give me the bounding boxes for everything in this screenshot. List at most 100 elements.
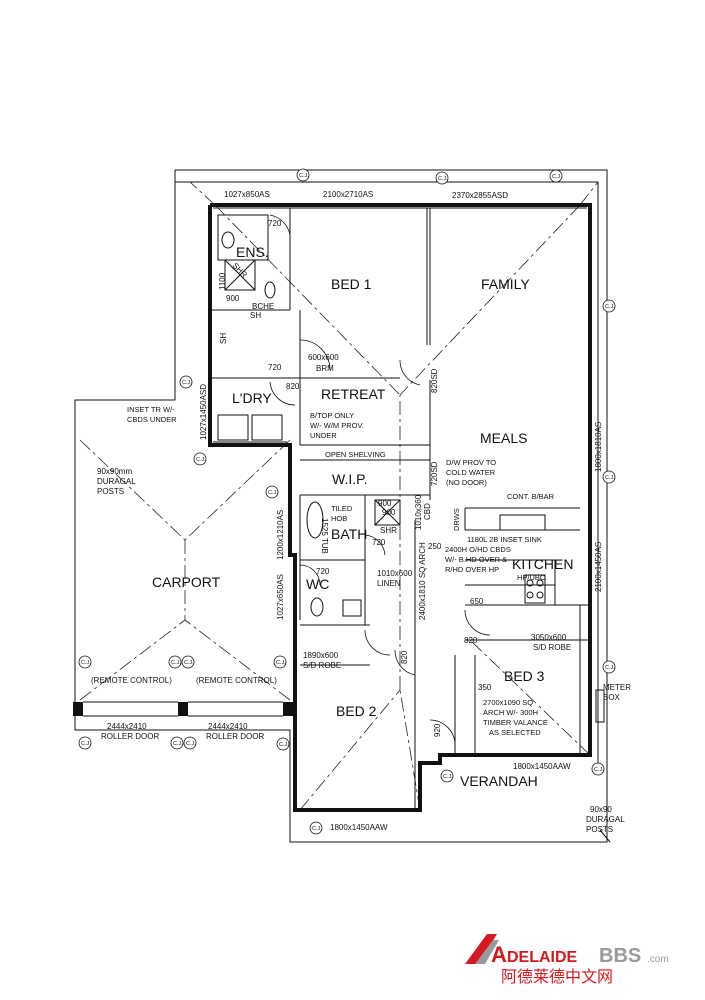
room-kitchen: KITCHEN <box>512 556 573 572</box>
logo-text-main: DELAIDE <box>507 949 578 966</box>
note-dw-1: D/W PROV TO <box>446 458 496 467</box>
dim-bed2-robe: 1890x600 <box>303 651 339 660</box>
room-bed3: BED 3 <box>504 668 545 684</box>
dim-250: 250 <box>428 542 442 551</box>
exterior-walls <box>208 203 592 812</box>
note-open-shelving: OPEN SHELVING <box>325 450 386 459</box>
dim-bath-door: 720 <box>372 538 386 547</box>
svg-text:C.J.: C.J. <box>173 741 183 747</box>
dim-sh-2: SH <box>219 333 228 344</box>
note-sink: 1180L 2B INSET SINK <box>467 535 542 544</box>
dim-entry-door: 920 <box>433 723 442 737</box>
note-dw-2: COLD WATER <box>446 468 496 477</box>
svg-text:C.J.: C.J. <box>268 490 278 496</box>
svg-text:C.J.: C.J. <box>182 380 192 386</box>
dim-350: 350 <box>478 683 492 692</box>
dim-meter-1: METER <box>603 683 631 692</box>
dim-900: 900 <box>226 294 240 303</box>
dim-right-window-1: 1800x1810AS <box>594 422 603 472</box>
room-ens: ENS. <box>236 244 269 260</box>
dim-ldry-door: 820 <box>286 382 300 391</box>
cj-marker: C.J. <box>179 375 193 389</box>
cj-marker: C.J. <box>170 736 184 750</box>
dim-1100: 1100 <box>218 272 227 290</box>
dim-cbd-label: CBD <box>423 503 432 520</box>
note-tiled-1: TILED <box>331 504 353 513</box>
svg-text:C.J.: C.J. <box>276 660 286 666</box>
cj-marker: C.J. <box>435 171 449 185</box>
svg-text:C.J.: C.J. <box>605 304 615 310</box>
svg-text:C.J.: C.J. <box>605 665 615 671</box>
svg-text:C.J.: C.J. <box>81 741 91 747</box>
note-dw-3: (NO DOOR) <box>446 478 487 487</box>
note-ohd-2: W/- B.HD OVER & <box>445 555 507 564</box>
room-ldry: L'DRY <box>232 390 272 406</box>
svg-text:C.J.: C.J. <box>171 660 181 666</box>
logo-chinese: 阿德莱德中文网 <box>501 967 613 986</box>
dim-bed3-robe: 3050x600 <box>531 633 567 642</box>
dim-posts-2: DURAGAL <box>97 477 136 486</box>
fixtures <box>217 214 605 723</box>
note-arch-4: AS SELECTED <box>489 728 541 737</box>
note-arch-2: ARCH W/- 300H <box>483 708 538 717</box>
svg-text:C.J.: C.J. <box>184 660 194 666</box>
cj-marker: C.J. <box>602 660 616 674</box>
dim-bed2-robe-label: S/D ROBE <box>303 661 341 670</box>
cj-marker: C.J. <box>78 655 92 669</box>
dim-bath-window: 1200x1210AS <box>276 510 285 560</box>
cj-marker: C.J. <box>265 485 279 499</box>
cj-marker: C.J. <box>602 470 616 484</box>
dim-roller-1: 2444x2410 <box>107 722 147 731</box>
logo-text-com: .com <box>647 954 669 965</box>
svg-text:C.J.: C.J. <box>196 457 206 463</box>
control-joint-markers: C.J. C.J. C.J. C.J. C.J. C.J. C.J. C.J. … <box>78 168 616 835</box>
note-tiled-2: HOB <box>331 514 347 523</box>
interior-walls <box>210 207 590 810</box>
cj-marker: C.J. <box>181 655 195 669</box>
cj-marker: C.J. <box>183 736 197 750</box>
dim-bed1-door: 720 <box>268 363 282 372</box>
dim-brm-window: 600x600 <box>308 353 339 362</box>
dim-sh-1: SH <box>250 311 261 320</box>
dim-right-window-2: 2100x1450AS <box>594 542 603 592</box>
room-wc: WC <box>306 576 329 592</box>
dim-tub: 1525 TUB <box>320 518 329 554</box>
dim-arch: 2400x1810 SQ ARCH <box>418 542 427 620</box>
room-bed2: BED 2 <box>336 703 377 719</box>
cj-marker: C.J. <box>168 655 182 669</box>
room-verandah: VERANDAH <box>460 773 538 789</box>
adelaidebbs-logo: A DELAIDE BBS .com 阿德莱德中文网 <box>465 934 669 986</box>
dim-top-mid: 2100x2710AS <box>323 190 373 199</box>
note-btop-2: W/- W/M PROV. <box>310 421 364 430</box>
dim-post-br-2: DURAGAL <box>586 815 625 824</box>
dim-bottom-window: 1800x1450AAW <box>330 823 388 832</box>
note-btop-1: B/TOP ONLY <box>310 411 354 420</box>
dim-shr: SHR <box>380 526 397 535</box>
dim-left-window: 1027x1450ASD <box>199 384 208 440</box>
room-meals: MEALS <box>480 430 527 446</box>
note-ohd-3: R/HD OVER HP <box>445 565 499 574</box>
dim-bath-900a: 900 <box>378 499 392 508</box>
logo-text-bbs: BBS <box>599 945 641 967</box>
dim-posts-3: POSTS <box>97 487 124 496</box>
dim-linen: 1010x600 <box>377 569 413 578</box>
note-arch-1: 2700x1090 SQ <box>483 698 533 707</box>
cj-marker: C.J. <box>193 452 207 466</box>
cj-marker: C.J. <box>273 655 287 669</box>
cj-marker: C.J. <box>78 736 92 750</box>
dim-remote-1: (REMOTE CONTROL) <box>91 676 172 685</box>
cj-marker: C.J. <box>549 169 563 183</box>
dim-top-right: 2370x2855ASD <box>452 191 508 200</box>
room-labels: ENS. BED 1 FAMILY RETREAT L'DRY MEALS W.… <box>152 244 573 789</box>
svg-text:C.J.: C.J. <box>552 174 562 180</box>
logo-text-a: A <box>491 942 507 967</box>
svg-text:C.J.: C.J. <box>438 176 448 182</box>
dim-verandah-window: 1800x1450AAW <box>513 762 571 771</box>
note-drws: DRWS <box>452 508 461 531</box>
dim-top-left: 1027x850AS <box>224 190 270 199</box>
room-family: FAMILY <box>481 276 530 292</box>
dim-bche: BCHE <box>252 302 274 311</box>
svg-text:C.J.: C.J. <box>81 660 91 666</box>
svg-text:C.J.: C.J. <box>594 767 604 773</box>
